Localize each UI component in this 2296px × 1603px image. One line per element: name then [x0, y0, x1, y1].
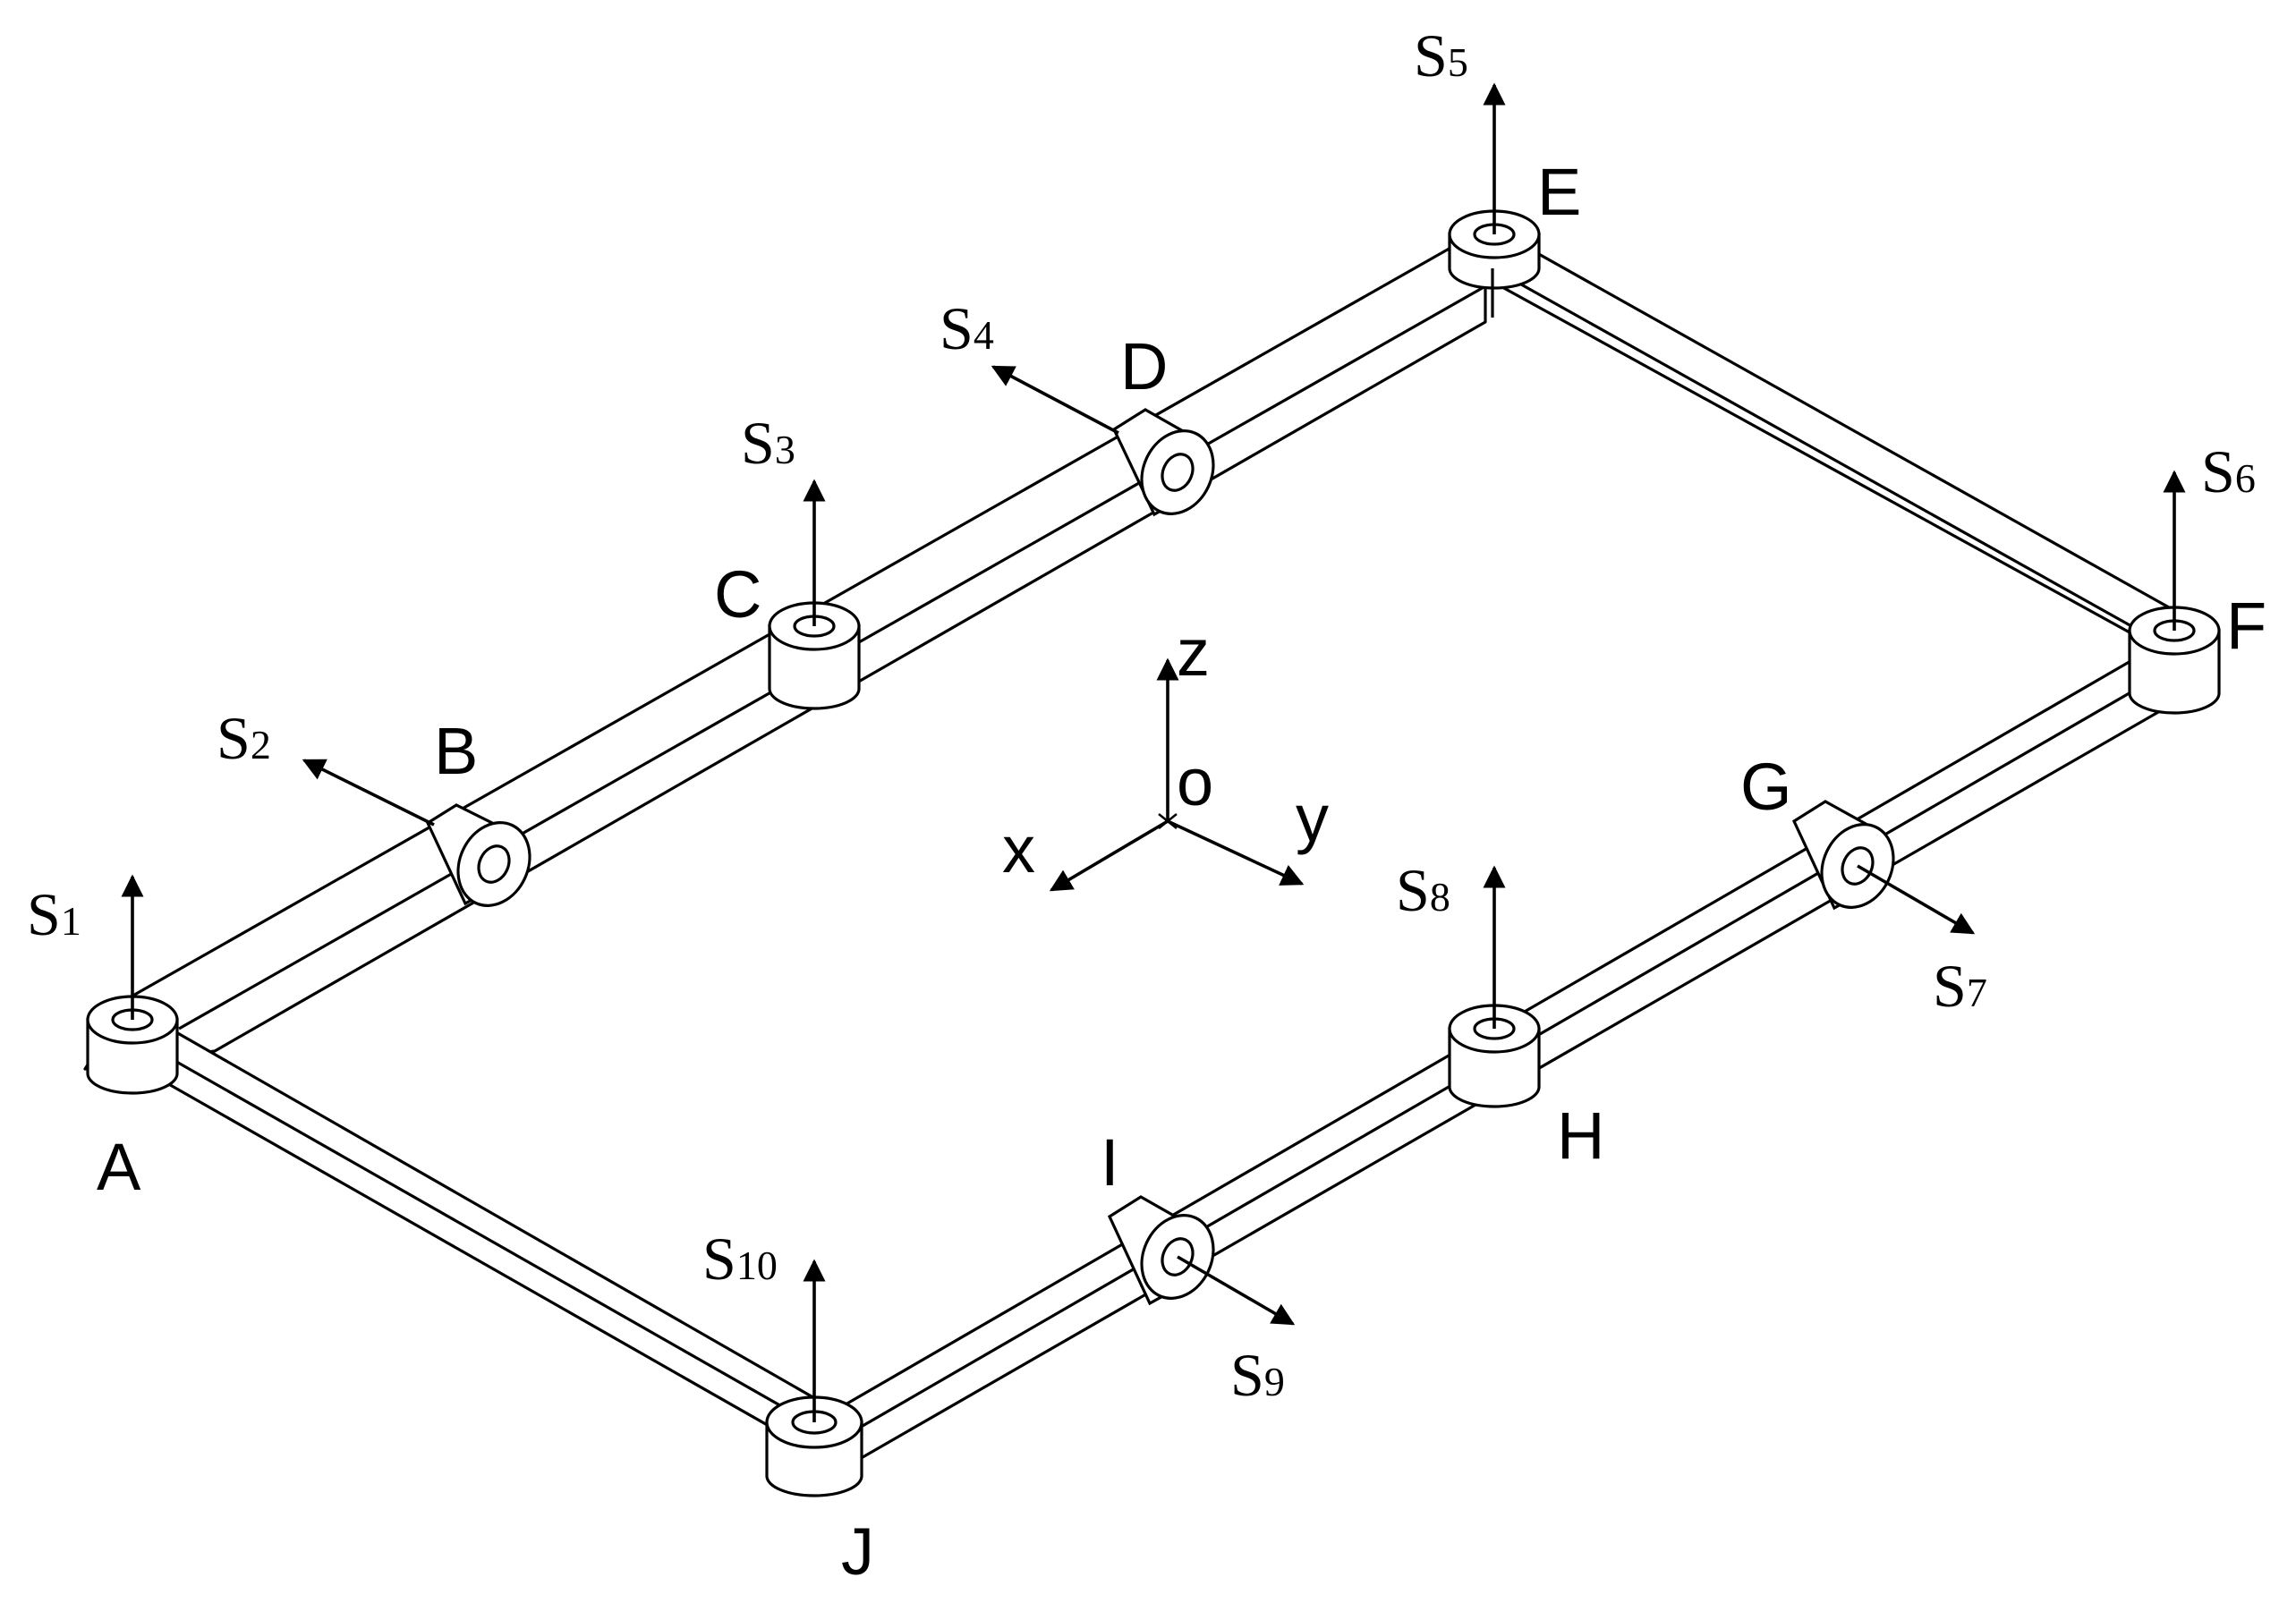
- label-c: C: [714, 557, 761, 632]
- bar-a-j-edge: [133, 1036, 842, 1442]
- label-s3: S3: [741, 409, 795, 477]
- label-s1: S1: [27, 880, 81, 948]
- label-f: F: [2226, 589, 2266, 663]
- label-d: D: [1120, 329, 1168, 403]
- joint-g: [1791, 800, 1895, 911]
- label-s9: S9: [1230, 1341, 1285, 1409]
- joint-i: [1107, 1195, 1215, 1306]
- axis-x-label: x: [1002, 812, 1035, 886]
- label-a: A: [97, 1130, 141, 1204]
- screw-labels: S1 S2 S3 S4 S5 S6 S7 S8 S9 S10: [27, 21, 2256, 1409]
- arrow-s9: [1177, 1255, 1296, 1326]
- label-b: B: [434, 714, 478, 788]
- axis-z-label: z: [1177, 615, 1210, 690]
- bar-e-f-edge: [1492, 267, 2148, 637]
- label-i: I: [1101, 1125, 1119, 1200]
- label-s2: S2: [217, 704, 271, 772]
- label-s4: S4: [940, 294, 994, 362]
- arrow-s4: [991, 365, 1119, 435]
- label-h: H: [1557, 1098, 1604, 1173]
- joint-b: [425, 803, 531, 907]
- label-s5: S5: [1414, 21, 1468, 89]
- joint-j: [765, 1395, 863, 1497]
- label-s8: S8: [1396, 856, 1450, 924]
- arrow-s2: [302, 759, 435, 827]
- coordinate-frame: z o x y: [1002, 615, 1329, 892]
- label-s10: S10: [702, 1225, 778, 1293]
- arrow-s7: [1857, 864, 1976, 935]
- label-s6: S6: [2201, 437, 2256, 505]
- joint-d: [1111, 408, 1215, 517]
- origin-mark: [1158, 813, 1178, 829]
- label-e: E: [1537, 155, 1581, 229]
- axis-origin-label: o: [1177, 745, 1213, 819]
- label-s7: S7: [1933, 952, 1987, 1020]
- label-g: G: [1740, 750, 1792, 824]
- screw-arrows: [121, 82, 2186, 1422]
- joint-labels: A B C D E F G H I J: [97, 155, 2266, 1589]
- axis-x-arrow: [1049, 819, 1169, 892]
- label-j: J: [841, 1514, 874, 1589]
- axis-y-arrow: [1167, 819, 1305, 886]
- axis-y-label: y: [1296, 781, 1329, 855]
